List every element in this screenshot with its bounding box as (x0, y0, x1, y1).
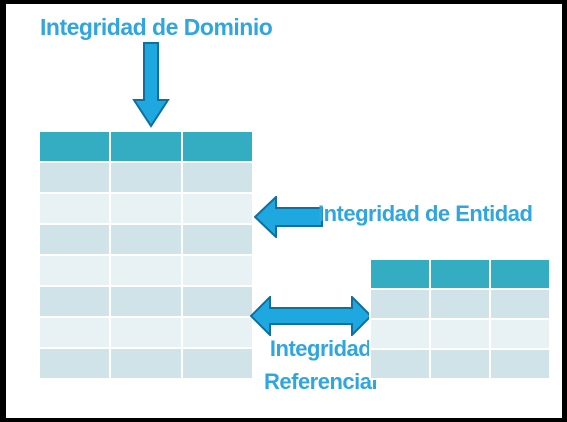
table-row (37, 192, 255, 225)
table-row (37, 347, 255, 380)
diagram-canvas: Integridad de Dominio Integridad de Enti… (6, 4, 562, 418)
table-cell (180, 130, 255, 163)
table-row (37, 161, 255, 194)
entity-integrity-label: Integridad de Entidad (318, 201, 533, 226)
referential-integrity-line1: Integridad (269, 336, 372, 361)
referential-integrity-label: Integridad Referencial (264, 332, 378, 398)
table-row (37, 285, 255, 318)
referential-integrity-line2: Referencial (264, 369, 378, 394)
table-cell (37, 130, 112, 163)
main-table (37, 130, 255, 380)
domain-integrity-label: Integridad de Dominio (40, 14, 273, 40)
table-row (37, 316, 255, 349)
main-table-header-row (37, 130, 255, 163)
referenced-table-header-row (369, 258, 551, 290)
table-row (37, 254, 255, 287)
table-row (369, 318, 551, 350)
left-arrow-icon (254, 196, 323, 238)
table-row (37, 223, 255, 256)
table-cell (109, 130, 183, 163)
referenced-table (369, 258, 551, 380)
table-row (369, 348, 551, 380)
table-row (369, 288, 551, 320)
double-arrow-icon (250, 296, 372, 336)
down-arrow-icon (132, 42, 170, 128)
